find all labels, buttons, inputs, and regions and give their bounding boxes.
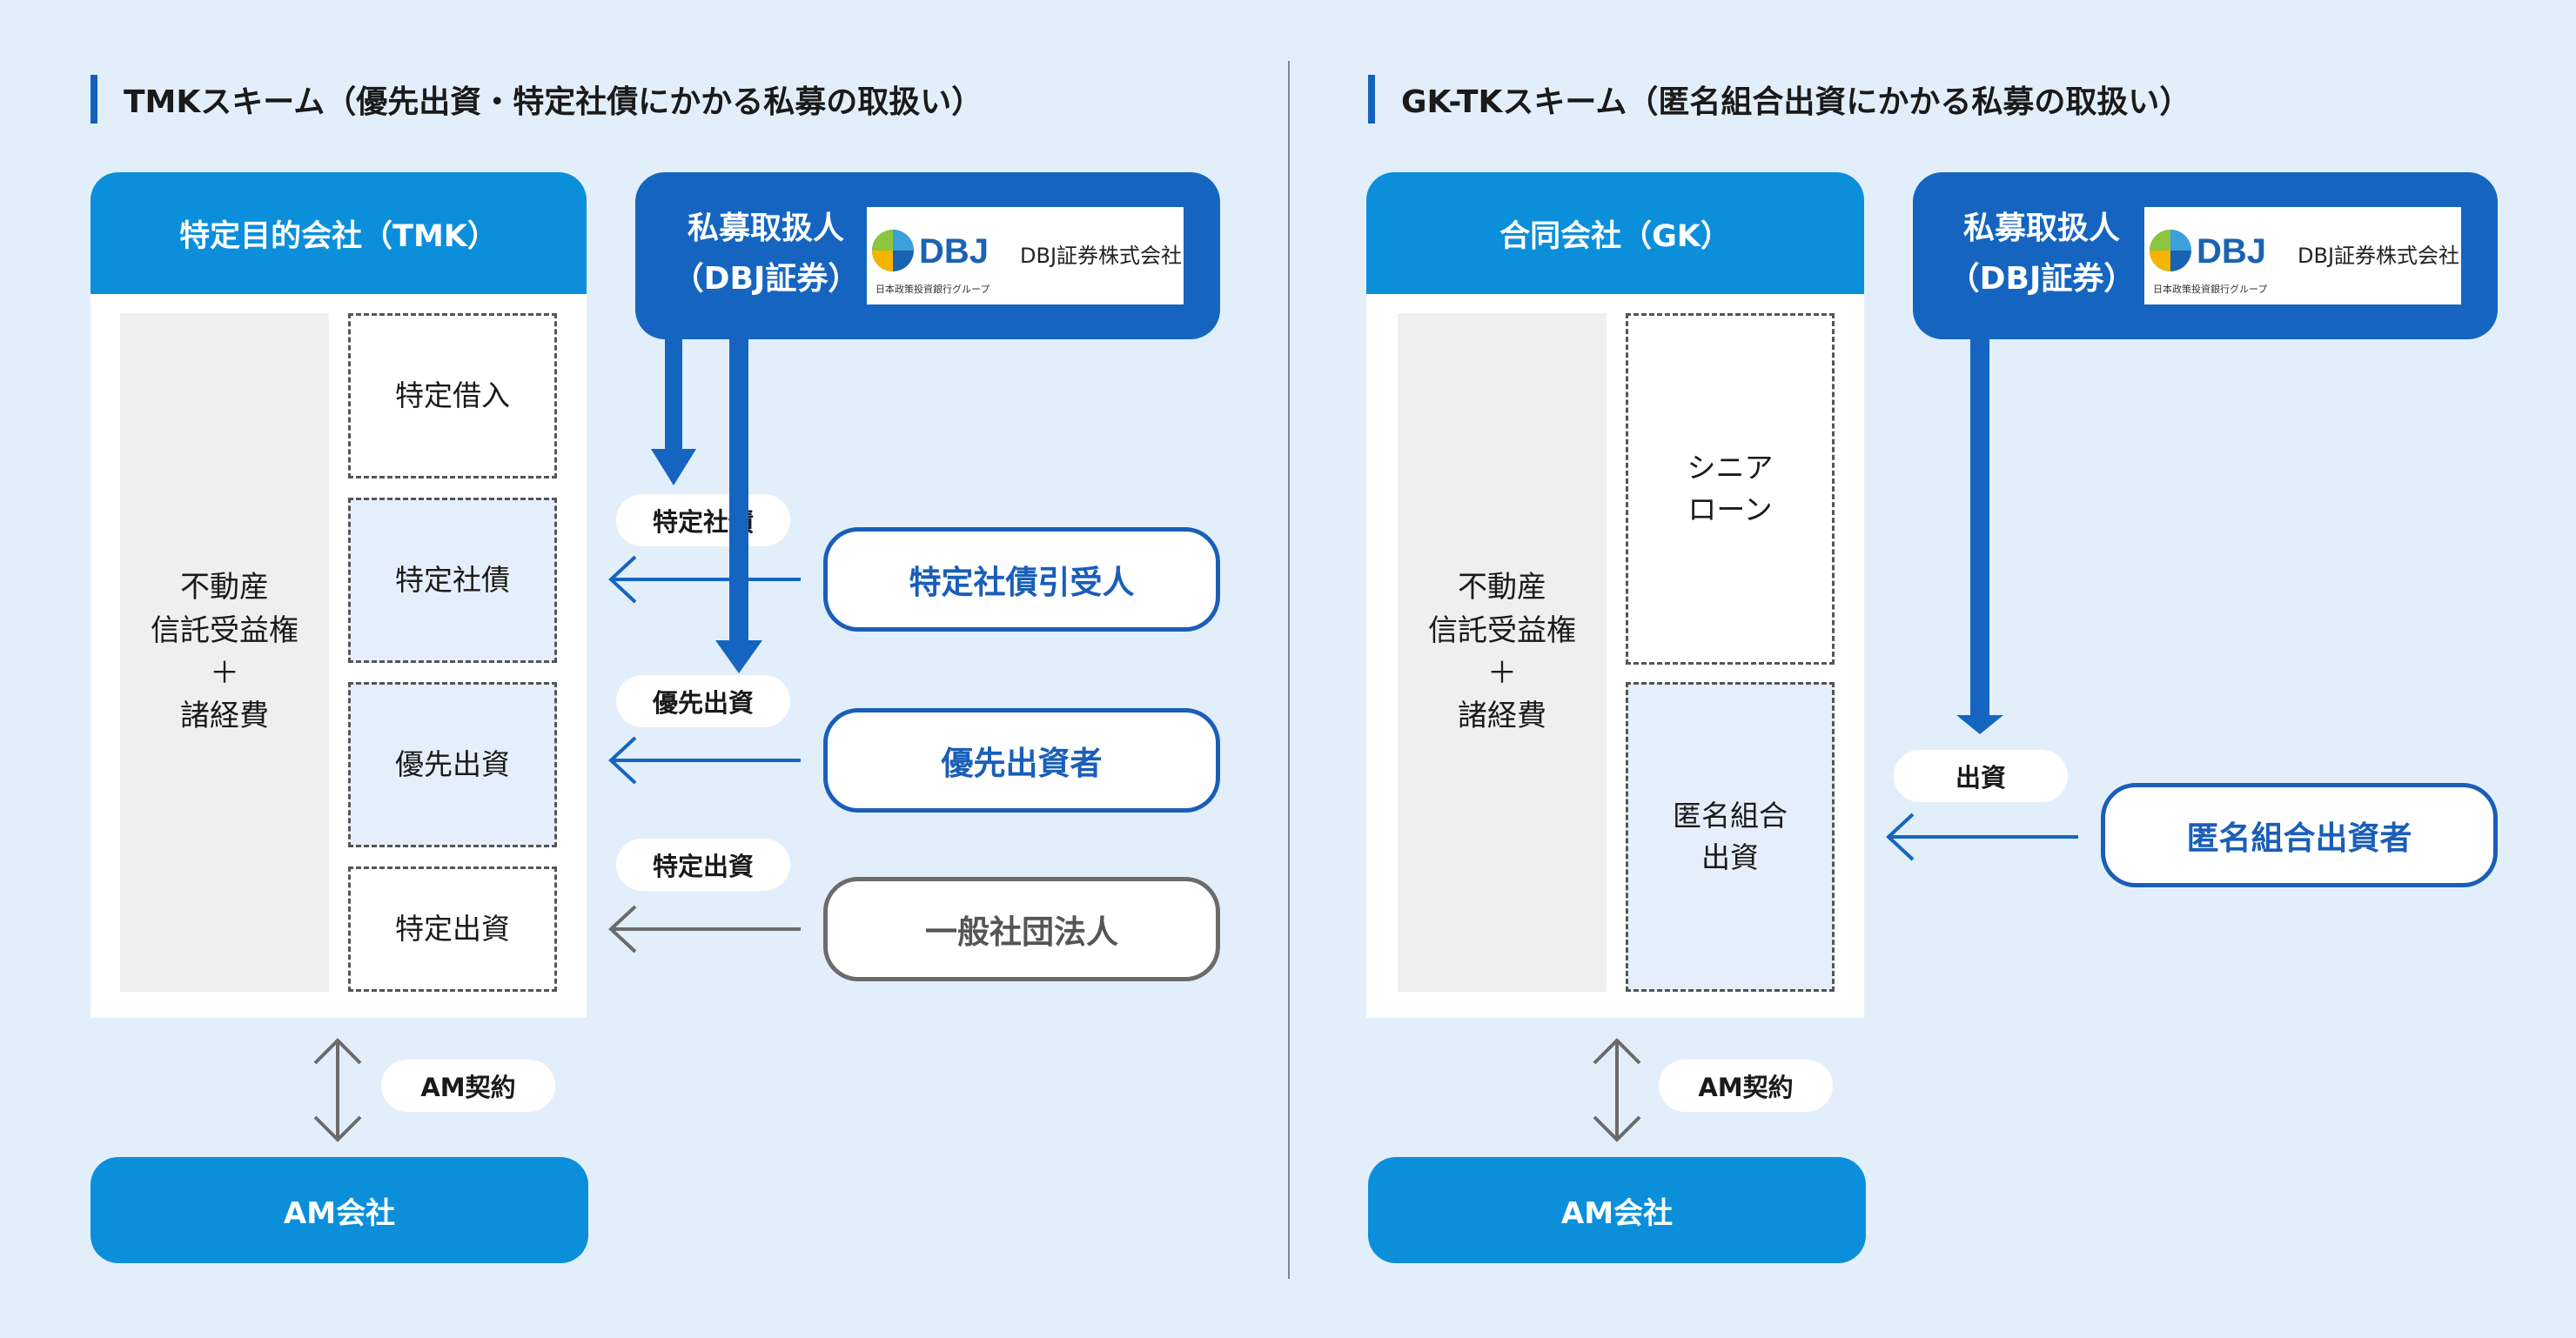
dbj-logo-icon: DBJ 日本政策投資銀行グループ DBJ証券株式会社	[2150, 230, 2459, 295]
logo-company: DBJ証券株式会社	[2298, 244, 2459, 268]
tmk-fund-specified-borrowing: 特定借入	[348, 313, 557, 478]
gk-am-company: AM会社	[1368, 1157, 1866, 1263]
tmk-am-contract: AM契約	[381, 1060, 555, 1112]
gk-flow-investment: 出資	[1894, 750, 2068, 802]
gk-am-double-arrow	[1593, 1038, 1641, 1142]
tmk-header: 特定目的会社（TMK）	[91, 172, 587, 294]
tmk-am-company: AM会社	[91, 1157, 588, 1263]
tmk-arrow-specified	[608, 905, 801, 953]
gk-header: 合同会社（GK）	[1366, 172, 1864, 294]
logo-group: 日本政策投資銀行グループ	[875, 283, 989, 295]
logo-mark: DBJ	[2197, 232, 2266, 271]
gk-agent-label: 私募取扱人 （DBJ証券）	[1948, 211, 2136, 297]
tmk-fund-preferred-equity: 優先出資	[348, 682, 557, 847]
tmk-investor-general-association: 一般社団法人	[823, 877, 1220, 981]
tmk-investor-bond-underwriter: 特定社債引受人	[823, 527, 1220, 632]
tmk-flow-preferred: 優先出資	[616, 675, 790, 727]
section-divider	[1288, 61, 1290, 1279]
tmk-arrow-preferred	[608, 736, 801, 785]
section-title-tmk: TMKスキーム（優先出資・特定社債にかかる私募の取扱い）	[91, 75, 983, 124]
tmk-dbj-logo: DBJ 日本政策投資銀行グループ DBJ証券株式会社	[867, 207, 1184, 304]
tmk-fund-specified-equity: 特定出資	[348, 866, 557, 992]
section-title-gktk: GK-TKスキーム（匿名組合出資にかかる私募の取扱い）	[1368, 75, 2190, 124]
tmk-investor-preferred: 優先出資者	[823, 708, 1220, 813]
tmk-agent-arrow-preferred	[715, 338, 762, 673]
logo-mark: DBJ	[919, 232, 989, 271]
gk-fund-tk-investment: 匿名組合 出資	[1626, 682, 1835, 992]
tmk-flow-specified: 特定出資	[616, 839, 790, 891]
tmk-asset: 不動産 信託受益権 ＋ 諸経費	[120, 313, 329, 992]
dbj-logo-icon: DBJ 日本政策投資銀行グループ DBJ証券株式会社	[872, 230, 1182, 295]
logo-company: DBJ証券株式会社	[1020, 244, 1182, 268]
gk-dbj-logo: DBJ 日本政策投資銀行グループ DBJ証券株式会社	[2144, 207, 2461, 304]
logo-group: 日本政策投資銀行グループ	[2153, 283, 2267, 295]
tmk-am-double-arrow	[313, 1038, 362, 1142]
tmk-agent-label: 私募取扱人 （DBJ証券）	[672, 211, 860, 297]
tmk-arrow-bonds	[608, 555, 801, 604]
gk-investor-tk: 匿名組合出資者	[2101, 783, 2498, 887]
tmk-fund-specified-bonds: 特定社債	[348, 498, 557, 663]
tmk-agent-arrow-bonds	[651, 338, 696, 485]
gk-agent-arrow-investment	[1956, 338, 2003, 734]
gk-arrow-investment	[1886, 813, 2078, 861]
gk-am-contract: AM契約	[1659, 1060, 1833, 1112]
gk-fund-senior-loan: シニア ローン	[1626, 313, 1835, 665]
gk-asset: 不動産 信託受益権 ＋ 諸経費	[1398, 313, 1607, 992]
